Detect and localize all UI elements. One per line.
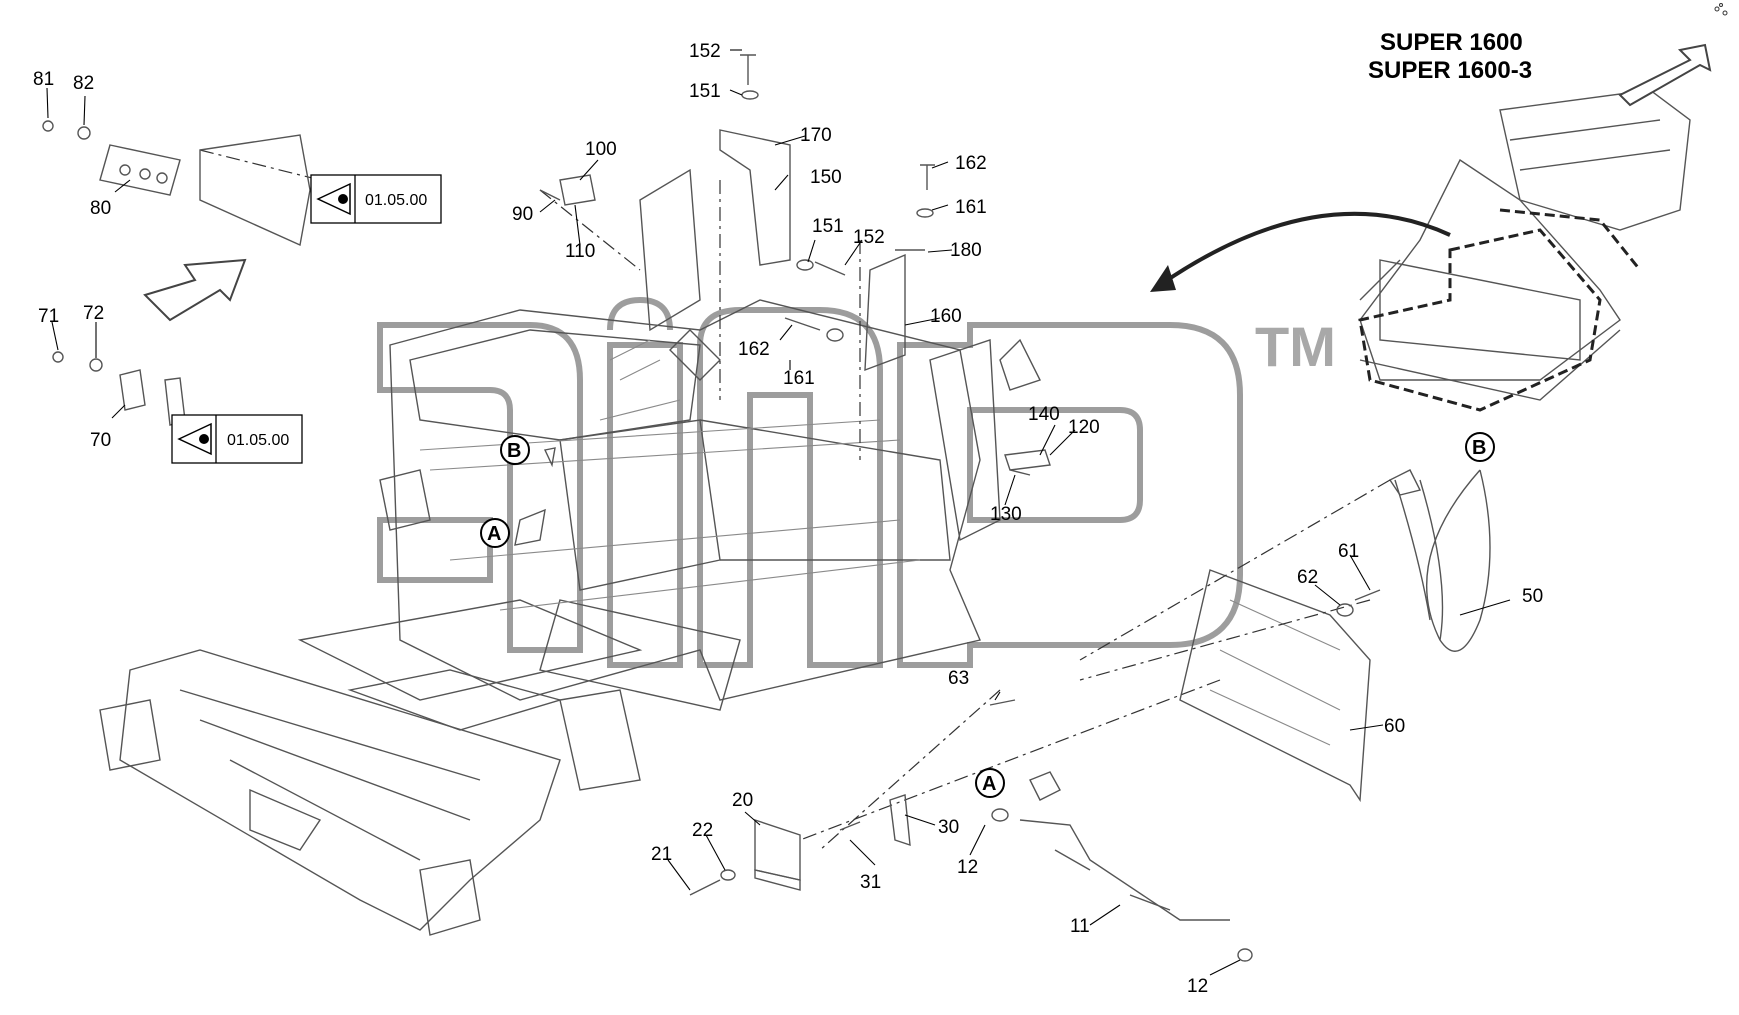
callout-170: 170 <box>800 125 832 146</box>
ref-box-top[interactable]: 01.05.00 <box>310 174 442 224</box>
leader-lines <box>46 49 1511 976</box>
rotation-arrow <box>1158 211 1451 287</box>
callout-162-top: 162 <box>955 153 987 174</box>
title-line1: SUPER 1600 <box>1380 29 1523 56</box>
callout-12-mid: 12 <box>957 857 978 878</box>
callout-63: 63 <box>948 668 969 689</box>
callout-81: 81 <box>33 69 54 90</box>
marker-b-right: B <box>1472 437 1486 459</box>
panel-60 <box>1179 569 1371 803</box>
callout-90: 90 <box>512 204 533 225</box>
marker-b-left: B <box>507 440 521 462</box>
machine-illustration: SUPER 1600 SUPER 1600-3 B <box>1150 29 1712 462</box>
callout-140: 140 <box>1028 404 1060 425</box>
cable-50 <box>1388 469 1491 652</box>
callout-110: 110 <box>565 241 595 262</box>
callout-151-top: 151 <box>689 81 721 102</box>
callout-60: 60 <box>1384 716 1405 737</box>
watermark: TM <box>377 296 1336 668</box>
callout-82: 82 <box>73 73 94 94</box>
callout-130: 130 <box>990 504 1022 525</box>
callout-61: 61 <box>1338 541 1359 562</box>
detail-markers: B A A <box>480 435 1005 798</box>
callout-30: 30 <box>938 817 959 838</box>
callout-62: 62 <box>1297 567 1318 588</box>
callout-161-mid: 161 <box>783 368 815 389</box>
ref-box-bottom[interactable]: 01.05.00 <box>171 414 303 464</box>
callout-70: 70 <box>90 430 111 451</box>
callout-180: 180 <box>950 240 982 261</box>
callout-161-top: 161 <box>955 197 987 218</box>
callout-152-mid: 152 <box>853 227 885 248</box>
assembly-lines <box>199 149 1391 851</box>
callout-120: 120 <box>1068 417 1100 438</box>
eye-icon <box>316 182 351 216</box>
callout-152-top: 152 <box>689 41 721 62</box>
callout-20: 20 <box>732 790 753 811</box>
callout-50: 50 <box>1522 586 1543 607</box>
ref-top-label: 01.05.00 <box>365 192 427 209</box>
callout-162-mid: 162 <box>738 339 770 360</box>
callout-151-mid: 151 <box>812 216 844 237</box>
callout-80: 80 <box>90 198 111 219</box>
callouts: 81 82 80 71 72 70 152 151 170 150 100 90… <box>33 41 1543 997</box>
view-direction-arrow-right <box>1618 43 1712 107</box>
callout-21: 21 <box>651 844 672 865</box>
callout-22: 22 <box>692 820 713 841</box>
callout-31: 31 <box>860 872 881 893</box>
callout-150: 150 <box>810 167 842 188</box>
marker-a-bottom: A <box>982 773 996 795</box>
callout-11: 11 <box>1070 916 1090 937</box>
watermark-tm: TM <box>1255 315 1336 378</box>
callout-71: 71 <box>38 306 59 327</box>
corner-mark <box>1714 3 1728 16</box>
small-parts <box>42 54 1381 962</box>
callout-100: 100 <box>585 139 617 160</box>
callout-72: 72 <box>83 303 104 324</box>
eye-icon <box>177 422 212 456</box>
ref-bottom-label: 01.05.00 <box>227 432 289 449</box>
callout-160: 160 <box>930 306 962 327</box>
view-direction-arrow-left <box>143 258 247 322</box>
main-frame <box>99 168 1041 936</box>
title-line2: SUPER 1600-3 <box>1368 57 1532 84</box>
callout-12-bottom: 12 <box>1187 976 1208 997</box>
marker-a-left: A <box>487 523 501 545</box>
